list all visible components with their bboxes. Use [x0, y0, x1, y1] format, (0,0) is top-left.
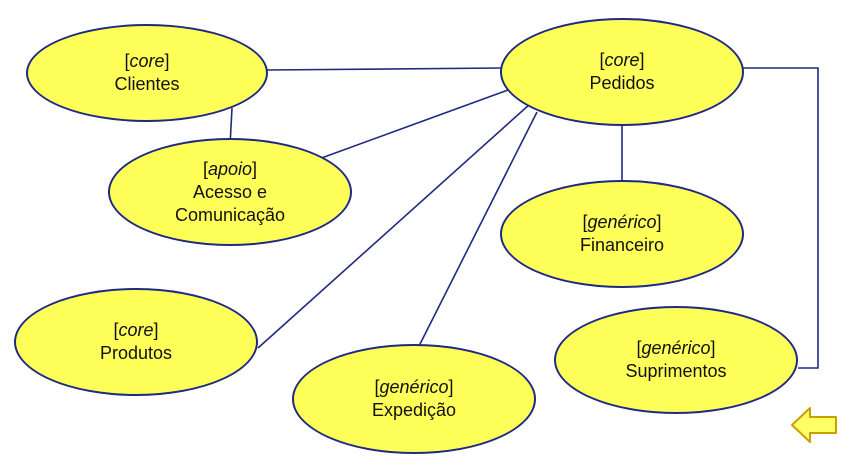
- node-label: Pedidos: [589, 73, 655, 93]
- node-produtos: [core] Produtos: [14, 288, 258, 396]
- node-label: Produtos: [99, 343, 173, 363]
- node-category: [genérico]: [374, 377, 454, 397]
- node-pedidos: [core] Pedidos: [500, 18, 744, 126]
- arrow-left-icon[interactable]: [790, 405, 838, 445]
- node-category: [core]: [124, 51, 170, 71]
- edge-acesso-pedidos: [315, 89, 509, 161]
- edge-clientes-pedidos: [265, 67, 503, 71]
- node-suprimentos: [genérico] Suprimentos: [554, 306, 798, 414]
- edge-produtos-pedidos: [257, 103, 531, 349]
- node-expedicao: [genérico] Expedição: [292, 344, 536, 454]
- node-clientes: [core] Clientes: [26, 24, 268, 122]
- node-category: [core]: [599, 50, 645, 70]
- node-label-line2: Comunicação: [174, 204, 286, 225]
- node-label: Financeiro: [579, 235, 665, 255]
- node-label: Clientes: [114, 74, 180, 94]
- node-category: [genérico]: [582, 212, 662, 232]
- node-category: [core]: [113, 320, 159, 340]
- node-label: Suprimentos: [625, 361, 727, 381]
- node-category: [genérico]: [636, 338, 716, 358]
- node-category: [apoio]: [202, 158, 258, 179]
- edge-expedicao-pedidos: [415, 111, 538, 353]
- node-label: Expedição: [371, 400, 457, 420]
- edge-pedidos-suprimentos: [742, 67, 819, 369]
- node-financeiro: [genérico] Financeiro: [500, 180, 744, 288]
- node-acesso-comunicacao: [apoio] Acesso e Comunicação: [108, 138, 352, 246]
- node-label-line1: Acesso e: [192, 181, 268, 202]
